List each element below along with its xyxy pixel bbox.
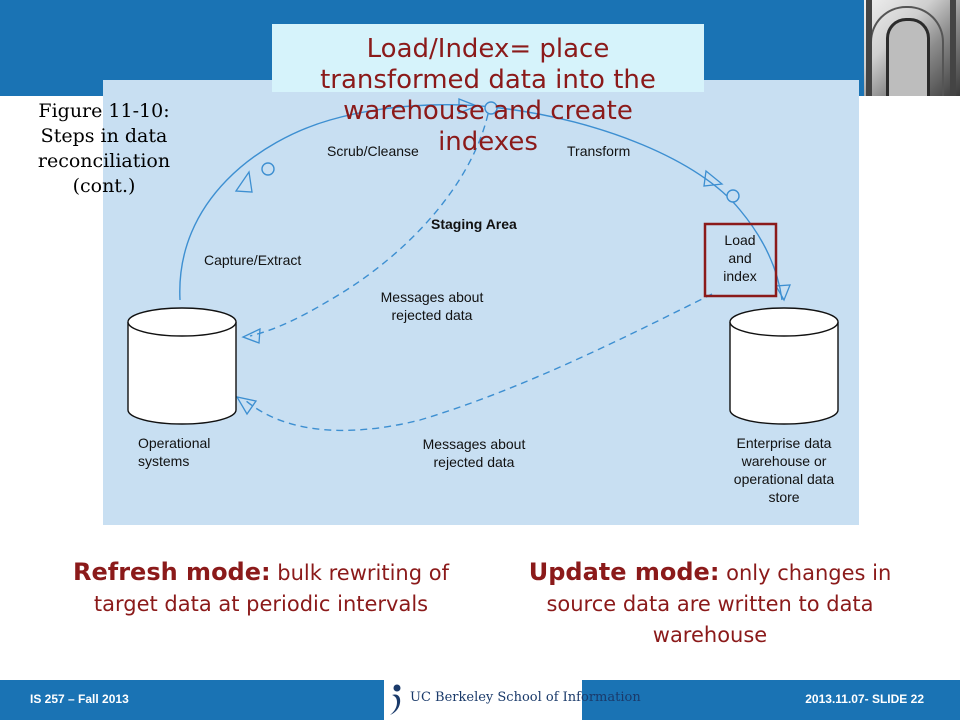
node-scrub <box>484 101 498 115</box>
callout-text: Load/Index= place transformed data into … <box>272 34 704 158</box>
callout-line-2: transformed data into the <box>320 65 656 95</box>
footer-course: IS 257 – Fall 2013 <box>30 692 129 706</box>
label-and: and <box>728 250 751 266</box>
node-transform <box>726 189 740 203</box>
node-capture <box>261 162 275 176</box>
label-messages-upper-1: Messages about <box>381 289 484 305</box>
rejected-flow-upper <box>249 113 489 337</box>
school-logo-box <box>384 680 582 720</box>
refresh-mode-desc: bulk rewriting of target data at periodi… <box>93 561 449 616</box>
caption-line-4: (cont.) <box>72 175 136 197</box>
callout-line-4: indexes <box>438 127 538 157</box>
label-transform: Transform <box>567 143 630 159</box>
callout-line-3: warehouse and create <box>343 96 633 126</box>
rejected-flow-lower <box>244 293 713 432</box>
figure-caption: Figure 11-10: Steps in data reconciliati… <box>18 99 190 199</box>
enterprise-store-cylinder <box>729 307 839 425</box>
diagram-background <box>103 80 859 525</box>
caption-line-2: Steps in data <box>40 125 168 147</box>
arrow-capture <box>234 170 253 193</box>
update-mode-desc: only changes in source data are written … <box>546 561 892 647</box>
label-enterprise-2: warehouse or <box>741 453 827 469</box>
operational-systems-cylinder <box>127 307 237 425</box>
label-load: Load <box>724 232 755 248</box>
school-logo-text: UC Berkeley School of Information <box>410 690 641 705</box>
label-messages-lower-1: Messages about <box>423 436 526 452</box>
label-messages-lower-2: rejected data <box>434 454 515 470</box>
arrow-rejected-lower <box>235 396 258 416</box>
building-photo <box>864 0 960 96</box>
refresh-mode-text: Refresh mode: bulk rewriting of target d… <box>56 557 466 620</box>
label-staging-area: Staging Area <box>431 216 517 232</box>
label-index: index <box>723 268 756 284</box>
arrow-scrub <box>458 98 479 114</box>
footer-slide-number: 2013.11.07- SLIDE 22 <box>805 692 924 706</box>
label-enterprise-4: store <box>768 489 799 505</box>
label-messages-upper-2: rejected data <box>392 307 473 323</box>
label-operational-1: Operational <box>138 435 210 451</box>
caption-line-3: reconciliation <box>37 150 171 172</box>
arrow-rejected-upper <box>241 327 261 344</box>
caption-line-1: Figure 11-10: <box>38 100 170 122</box>
update-mode-text: Update mode: only changes in source data… <box>508 557 912 651</box>
arrow-transform <box>703 169 724 187</box>
update-mode-title: Update mode: <box>528 558 720 586</box>
load-index-highlight <box>703 222 778 298</box>
arrow-load <box>774 284 791 302</box>
label-operational-2: systems <box>138 453 189 469</box>
callout-line-1: Load/Index= place <box>366 34 610 64</box>
school-logo-icon <box>390 684 401 715</box>
label-capture-extract: Capture/Extract <box>204 252 301 268</box>
label-enterprise-1: Enterprise data <box>737 435 832 451</box>
label-enterprise-3: operational data <box>734 471 835 487</box>
callout-box <box>272 24 704 92</box>
refresh-mode-title: Refresh mode: <box>73 558 271 586</box>
label-scrub-cleanse: Scrub/Cleanse <box>327 143 419 159</box>
